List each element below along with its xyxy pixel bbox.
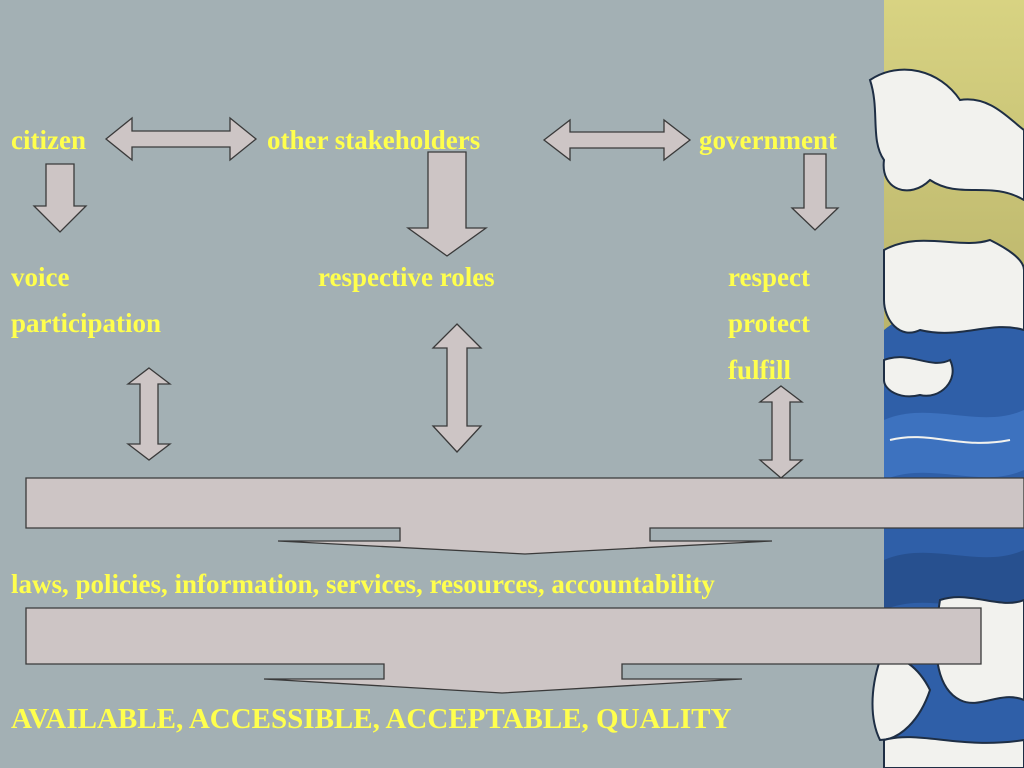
respective-roles-label: respective roles	[318, 262, 495, 292]
stakeholders-government-arrow	[542, 118, 692, 162]
citizen-bar-double-arrow	[126, 367, 172, 461]
outputs-wide-arrow	[25, 477, 1024, 555]
citizen-label: citizen	[11, 125, 86, 155]
outcome-wide-arrow	[25, 607, 982, 694]
protect-label: protect	[728, 308, 810, 338]
participation-label: participation	[11, 308, 162, 338]
stakeholders-label: other stakeholders	[267, 125, 481, 155]
fulfill-label: fulfill	[728, 355, 792, 385]
government-down-arrow	[790, 153, 840, 231]
citizen-stakeholders-arrow	[104, 116, 258, 162]
citizen-down-arrow	[32, 163, 88, 233]
voice-label: voice	[11, 262, 70, 292]
government-label: government	[699, 125, 837, 155]
outcome-line: AVAILABLE, ACCESSIBLE, ACCEPTABLE, QUALI…	[11, 703, 732, 735]
stakeholders-down-arrow	[405, 151, 489, 257]
outputs-line: laws, policies, information, services, r…	[11, 569, 715, 599]
government-bar-double-arrow	[758, 385, 804, 479]
respect-label: respect	[728, 262, 810, 292]
stakeholders-bar-double-arrow	[431, 323, 483, 453]
